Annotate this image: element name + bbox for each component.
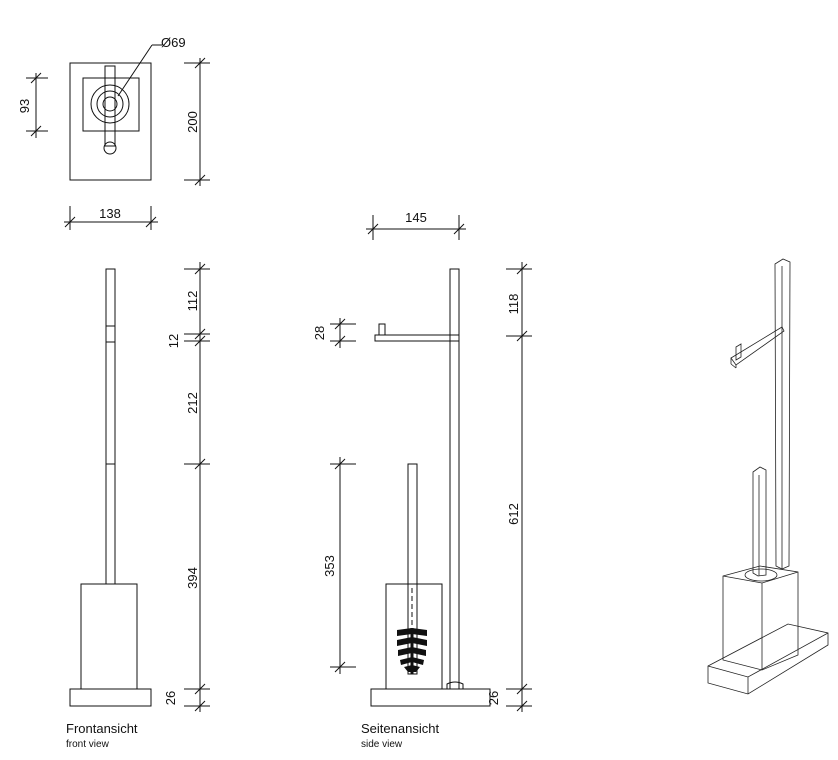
side-dim-145-tick-right xyxy=(453,223,465,235)
side-tick-689 xyxy=(516,683,528,695)
side-dim-353-tick-bottom xyxy=(334,661,346,673)
side-dim-612-label: 612 xyxy=(506,503,521,525)
front-dim-12: 12 xyxy=(166,334,181,348)
side-paper-arm xyxy=(374,334,460,342)
dim-93-label: 93 xyxy=(17,99,32,113)
front-base-plate xyxy=(69,688,152,707)
front-tick-334 xyxy=(194,328,206,340)
top-view-post xyxy=(104,65,116,147)
dim-200-tick-top xyxy=(194,57,206,69)
persp-paper-arm xyxy=(730,326,785,366)
side-base-plate xyxy=(370,688,491,707)
front-tick-464 xyxy=(194,458,206,470)
side-brush-container xyxy=(385,583,443,690)
dim-200-tick-bottom xyxy=(194,174,206,186)
side-tick-706 xyxy=(516,700,528,712)
front-dim-212: 212 xyxy=(185,392,200,414)
side-view-caption: Seitenansicht xyxy=(361,721,440,736)
front-tick-269 xyxy=(194,263,206,275)
dim-138-label: 138 xyxy=(99,206,121,221)
side-dim-28-tick-bottom xyxy=(334,335,346,347)
side-dim-26-label: 26 xyxy=(486,691,501,705)
front-brush-container xyxy=(80,583,138,690)
front-post xyxy=(105,268,116,585)
side-dim-145-tick-left xyxy=(367,223,379,235)
front-dim-26: 26 xyxy=(163,691,178,705)
top-view-small-circle xyxy=(103,141,117,155)
front-holder-clip xyxy=(105,325,116,343)
side-dim-353-label: 353 xyxy=(322,555,337,577)
side-dim-28-label: 28 xyxy=(312,326,327,340)
persp-arm-tip xyxy=(735,343,742,361)
side-dim-353-tick-top xyxy=(334,458,346,470)
top-view-mid-circle xyxy=(96,90,124,118)
front-tick-706 xyxy=(194,700,206,712)
top-view-outer-circle xyxy=(90,84,130,124)
persp-base-plate xyxy=(707,623,829,695)
front-view: 112 12 212 394 26 xyxy=(69,262,210,712)
perspective-view xyxy=(707,258,829,695)
top-view-base-outline xyxy=(69,62,152,181)
side-tick-269 xyxy=(516,263,528,275)
side-tick-336 xyxy=(516,330,528,342)
front-dim-394: 394 xyxy=(185,567,200,589)
side-dim-28-tick-top xyxy=(334,318,346,330)
front-dim-112: 112 xyxy=(185,291,200,312)
dim-200-label: 200 xyxy=(185,111,200,133)
dim-93-tick-bottom xyxy=(30,125,42,137)
dim-93-tick-top xyxy=(30,72,42,84)
brush-head xyxy=(397,628,427,674)
side-post-foot xyxy=(446,681,464,689)
dim-138-tick-right xyxy=(145,216,157,228)
side-dim-118-label: 118 xyxy=(506,294,521,315)
front-tick-341 xyxy=(194,335,206,347)
side-arm-tip xyxy=(378,323,386,336)
front-tick-689 xyxy=(194,683,206,695)
diameter-leader xyxy=(117,44,153,97)
dim-138-tick-left xyxy=(64,216,76,228)
top-view-container-outline xyxy=(82,77,140,132)
side-view: 145 28 353 118 612 26 xyxy=(312,210,532,712)
front-view-caption: Frontansicht xyxy=(66,721,138,736)
persp-container xyxy=(722,565,799,671)
persp-brush-handle xyxy=(752,466,767,577)
top-view: Ø69 93 200 138 xyxy=(17,35,210,230)
persp-post xyxy=(774,258,791,570)
side-dim-145-label: 145 xyxy=(405,210,427,225)
diameter-label: Ø69 xyxy=(161,35,186,50)
front-view-caption-sub: front view xyxy=(66,739,109,750)
side-view-caption-sub: side view xyxy=(361,739,403,750)
side-post xyxy=(449,268,460,690)
top-view-inner-circle xyxy=(102,96,118,112)
